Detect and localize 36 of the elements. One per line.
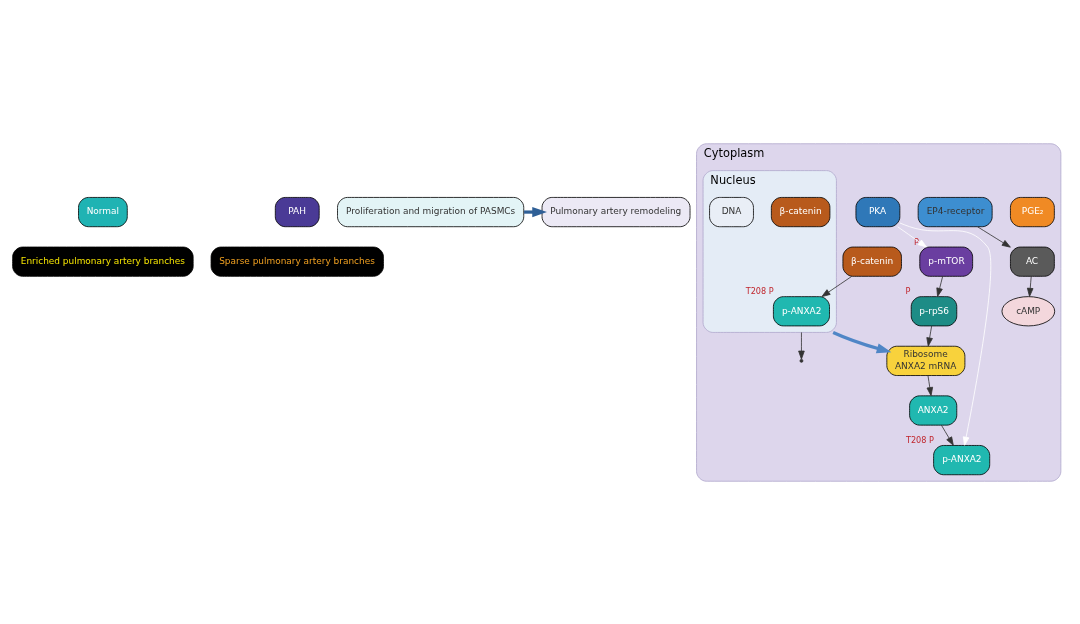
node-box: p-rpS6 [910,295,958,326]
node-label: T208 P [745,285,774,296]
node-box: p-ANXA2 [933,444,991,475]
node-box: Enriched pulmonary artery branches [12,246,194,277]
node-box: p-mTOR [919,246,974,277]
node-box: AC [1010,246,1055,277]
arrow [821,275,853,297]
node-box: PKA [855,196,901,227]
node-box: PAH [274,196,320,227]
node-box: PGE₂ [1010,196,1055,227]
arrow [897,225,927,247]
node-label: P [905,285,911,296]
node-box: Pulmonary artery remodeling [541,196,691,227]
arrow [524,206,547,217]
node-box: p-ANXA2 [773,295,830,326]
node-box: Ribosome ANXA2 mRNA [886,345,966,376]
node-box: DNA [709,196,754,227]
node-box: Sparse pulmonary artery branches [210,246,384,277]
node-box: EP4-receptor [917,196,993,227]
arrow [1026,275,1034,297]
node-box: Normal [78,196,128,227]
arrow [977,225,1011,248]
node-box: β-catenin [770,196,831,227]
node-label: T208 P [905,434,934,445]
arrow [899,222,992,446]
node-box: Proliferation and migration of PASMCs [337,196,525,227]
arrow [926,374,934,396]
node-box: β-catenin [842,246,902,277]
node-label: P [914,236,919,247]
node-box: ANXA2 [909,394,958,426]
arrow [936,275,944,297]
node-ellipse: cAMP [1001,295,1056,326]
arrow [798,331,805,360]
arrow [941,424,954,446]
arrow [832,330,892,353]
arrow [926,325,933,346]
